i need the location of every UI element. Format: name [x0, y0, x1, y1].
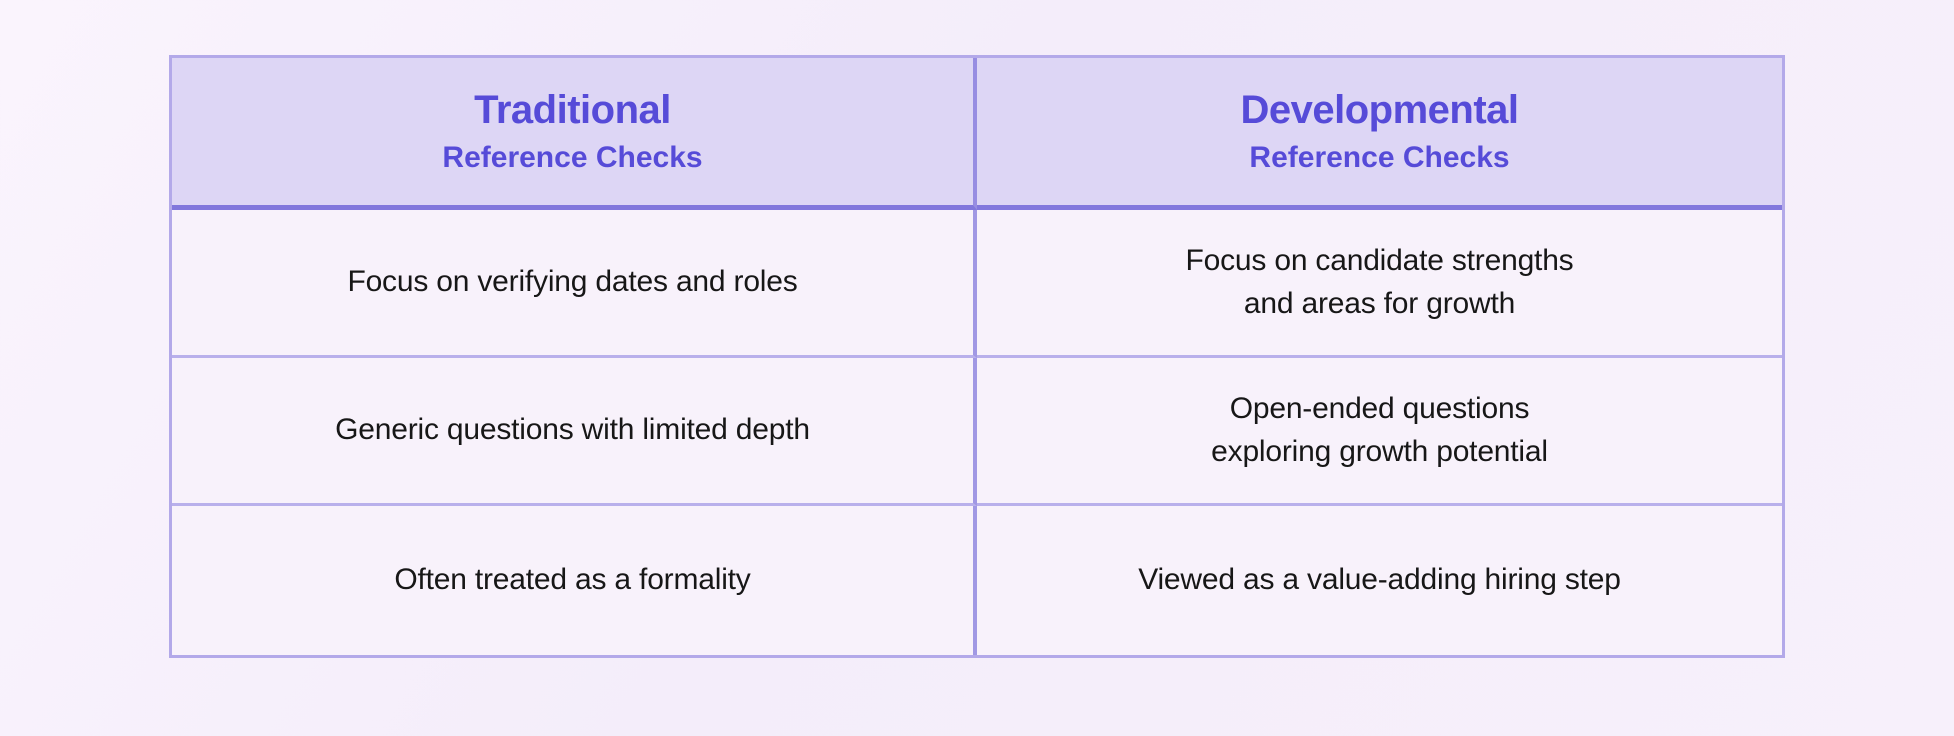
table-cell-developmental-1: Focus on candidate strengths and areas f…	[977, 210, 1782, 358]
table-cell-traditional-1: Focus on verifying dates and roles	[172, 210, 977, 358]
column-subtitle: Reference Checks	[1249, 141, 1510, 174]
column-title: Developmental	[1240, 88, 1519, 132]
table-cell-traditional-2: Generic questions with limited depth	[172, 358, 977, 506]
column-header-traditional: Traditional Reference Checks	[172, 58, 977, 210]
comparison-table: Traditional Reference Checks Development…	[169, 55, 1785, 658]
table-cell-traditional-3: Often treated as a formality	[172, 506, 977, 655]
column-header-developmental: Developmental Reference Checks	[977, 58, 1782, 210]
table-cell-developmental-2: Open-ended questions exploring growth po…	[977, 358, 1782, 506]
table-cell-developmental-3: Viewed as a value-adding hiring step	[1138, 563, 1621, 597]
column-subtitle: Reference Checks	[442, 141, 703, 174]
column-title: Traditional	[474, 88, 671, 132]
